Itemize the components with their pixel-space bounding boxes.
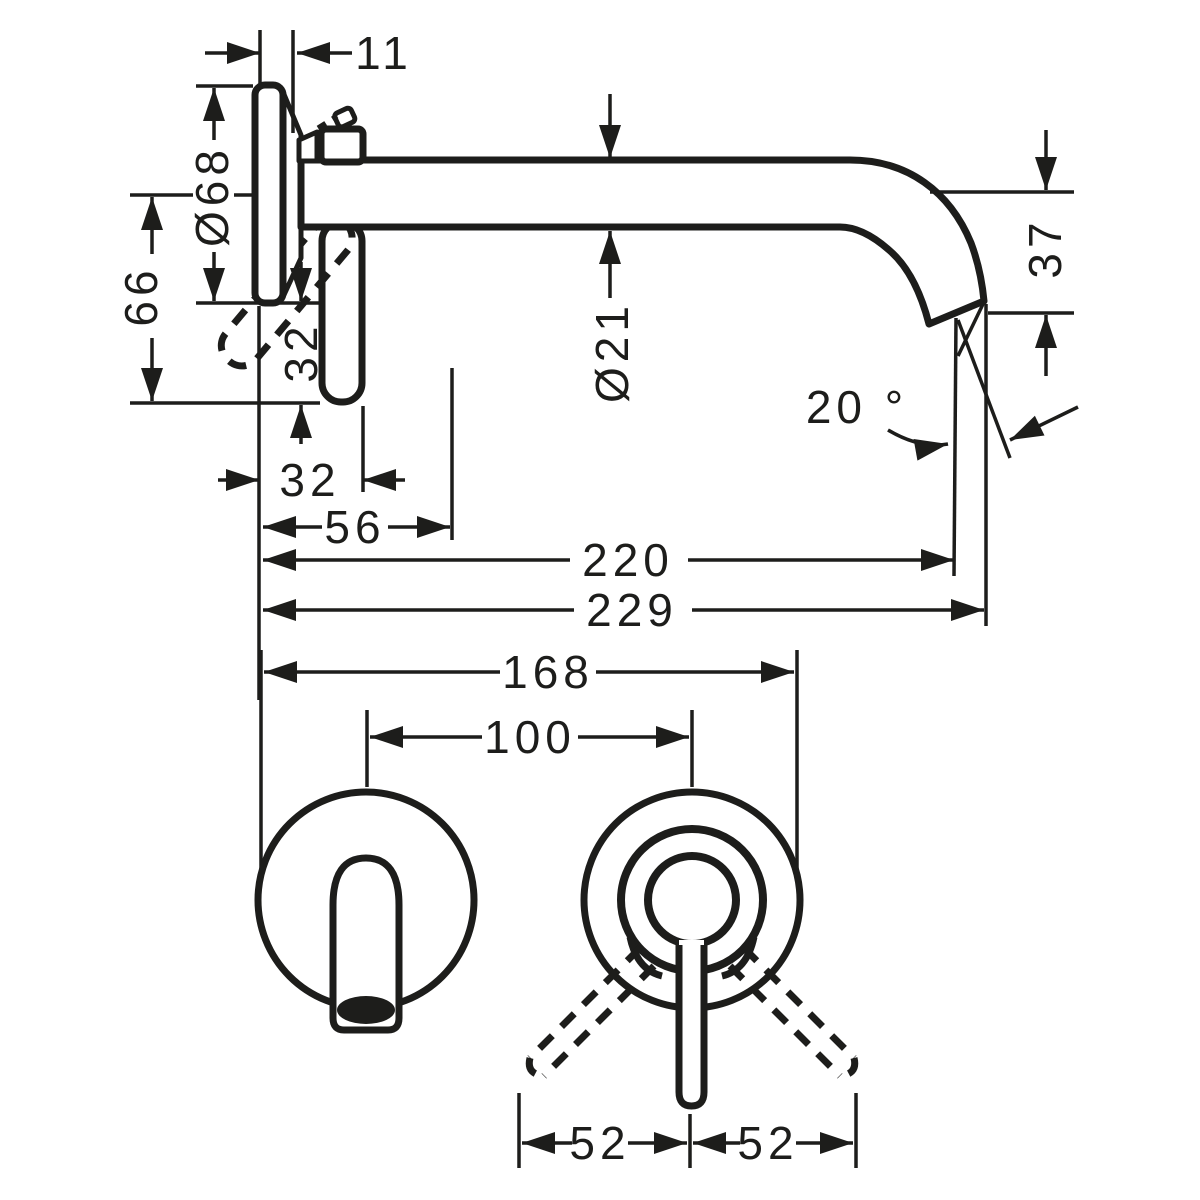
dim-handle-reach: 32 <box>218 454 405 506</box>
dim-handle-depth: 32 <box>275 262 327 444</box>
dim-label-66: 66 <box>115 265 167 326</box>
angle-ref-vertical <box>952 317 958 577</box>
handle-horn-left <box>626 936 664 980</box>
spout-front <box>329 854 403 1034</box>
dim-label-11: 11 <box>355 27 413 79</box>
dim-total-reach: 229 <box>263 584 984 636</box>
dim-outlet-angle: 20 ° <box>806 317 1079 577</box>
angle-leader-arrow <box>887 428 949 461</box>
dim-pin-spacing: 100 <box>370 711 689 763</box>
dim-label-20deg: 20 ° <box>806 381 908 433</box>
dim-label-52-right: 52 <box>737 1117 798 1169</box>
dim-outlet-drop: 37 <box>930 130 1074 376</box>
handle-lever-side <box>318 218 366 406</box>
outlet-inner-lip <box>956 301 986 357</box>
pivot-stub <box>332 105 358 130</box>
dim-label-220: 220 <box>582 534 674 586</box>
dim-label-21: Ø21 <box>586 301 638 403</box>
dim-label-32v: 32 <box>275 321 327 382</box>
dim-plate-diameter: Ø68 <box>186 84 320 305</box>
dim-handle-reach-open: 56 <box>263 501 450 553</box>
dim-label-56: 56 <box>324 501 385 553</box>
handle-swing-dashed-left <box>525 945 657 1080</box>
spout-outlet-opening <box>337 996 395 1024</box>
dim-spout-reach: 220 <box>263 534 954 586</box>
angle-cut-plane-line <box>956 319 1012 459</box>
pivot-dashed-line <box>316 113 339 131</box>
handle-horn-right <box>720 936 758 980</box>
escutcheon-plate-side <box>251 81 287 307</box>
side-view: 11 Ø68 66 32 Ø21 <box>115 27 1079 700</box>
dim-swing-left: 52 <box>522 1117 687 1169</box>
dim-label-32h: 32 <box>279 454 340 506</box>
front-view: 168 100 <box>254 646 859 1169</box>
dim-axis-to-handle: 66 <box>115 193 320 405</box>
handle-lever-front-fill <box>679 940 704 1106</box>
angle-right-arrow <box>1009 405 1079 442</box>
dim-label-68: Ø68 <box>186 145 238 247</box>
handle-swing-dashed-right <box>727 945 859 1080</box>
spout-side <box>297 156 988 328</box>
dim-label-37: 37 <box>1019 217 1071 278</box>
set-screw-block <box>317 125 367 166</box>
dim-label-100: 100 <box>484 711 576 763</box>
dim-spout-diameter: Ø21 <box>586 94 638 403</box>
handle-lever-front <box>675 945 708 1110</box>
cartridge-collar <box>296 129 320 164</box>
dim-swing-right: 52 <box>693 1117 853 1169</box>
dim-label-229: 229 <box>586 584 678 636</box>
dim-label-52-left: 52 <box>569 1117 630 1169</box>
dim-label-168: 168 <box>502 646 594 698</box>
dim-plate-offset: 11 <box>205 27 413 133</box>
dim-total-width: 168 <box>264 646 794 698</box>
